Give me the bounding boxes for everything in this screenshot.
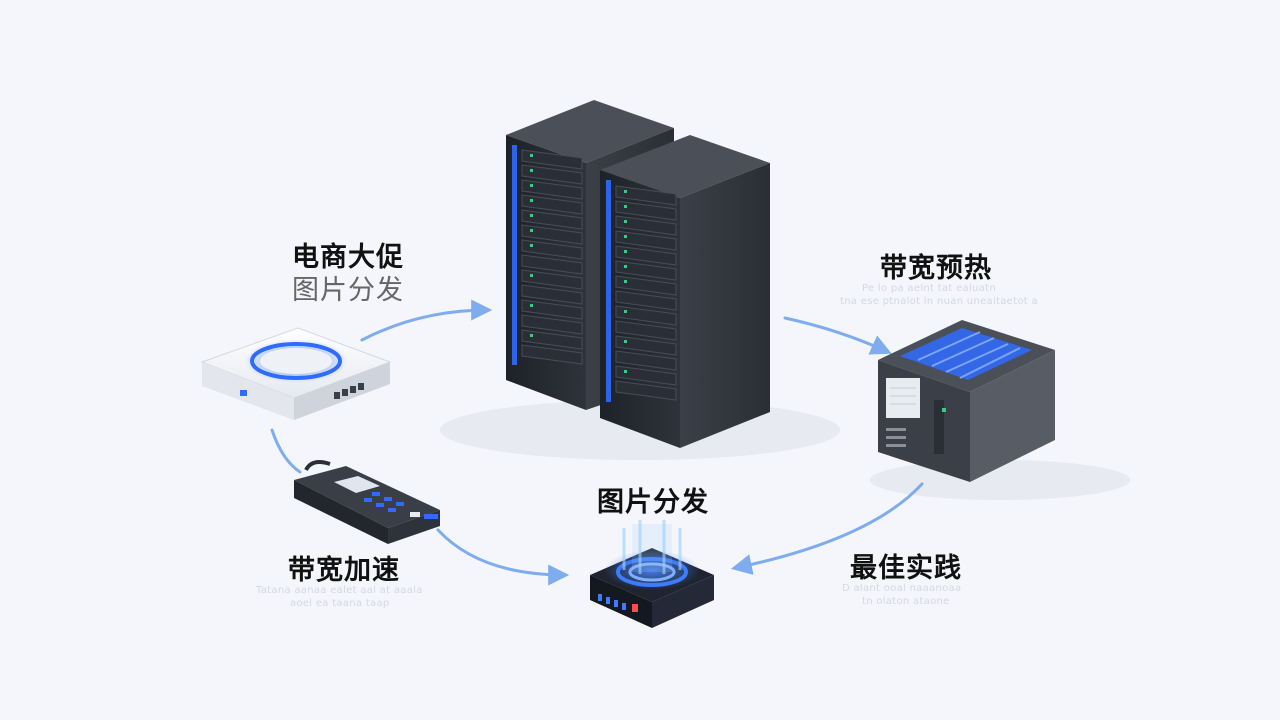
arrow-terminal-to-hub	[436, 528, 570, 586]
rack-led	[530, 214, 533, 217]
rack-slot	[521, 239, 583, 260]
rack-led	[624, 250, 627, 253]
node-desc-bottom-right-2: tn olaton ataone	[862, 596, 950, 607]
rack-slot	[615, 200, 677, 221]
rack-led	[624, 265, 627, 268]
node-title-bottom-left: 带宽加速	[288, 555, 400, 586]
router-icon	[200, 327, 392, 420]
node-desc-right-2: tna ese ptnalot ln nuan uneaitaetot a	[840, 296, 1038, 307]
arrow-router-to-terminal	[270, 428, 302, 474]
rack-slot	[521, 299, 583, 320]
node-desc-bottom-right-1: D alant ooal naaanoaa	[842, 583, 962, 594]
rack-slot	[521, 194, 583, 215]
rack-slot	[615, 215, 677, 236]
node-desc-bottom-left-1: Tatana aanaa ealet aal at aaala	[256, 585, 423, 596]
rack-led	[530, 199, 533, 202]
rack-led	[624, 340, 627, 343]
rack-led	[530, 274, 533, 277]
handheld-terminal-icon	[294, 460, 440, 544]
rack-slot	[615, 380, 677, 401]
storage-server-icon	[878, 320, 1055, 482]
node-title-right: 带宽预热	[880, 253, 992, 284]
node-title-bottom-right: 最佳实践	[850, 553, 962, 584]
rack-led	[624, 310, 627, 313]
rack-led	[530, 184, 533, 187]
rack-slot	[615, 260, 677, 281]
rack-slot	[615, 230, 677, 251]
rack-led	[530, 169, 533, 172]
rack-slot	[521, 344, 583, 365]
rack-slot	[615, 185, 677, 206]
rack-slot	[521, 224, 583, 245]
rack-led	[530, 304, 533, 307]
rack-led	[530, 154, 533, 157]
rack-slot	[615, 335, 677, 356]
rack-slot	[521, 179, 583, 200]
rack-slot	[615, 275, 677, 296]
rack-slot	[521, 149, 583, 170]
node-subtitle-top-left: 图片分发	[292, 275, 404, 306]
rack-led	[624, 190, 627, 193]
node-title-top-left: 电商大促	[292, 242, 404, 273]
node-title-center: 图片分发	[597, 487, 709, 518]
rack-slot	[615, 305, 677, 326]
rack-slots-left	[521, 149, 583, 365]
arrow-router-to-rack	[360, 299, 493, 342]
rack-led	[530, 229, 533, 232]
rack-slot	[521, 254, 583, 275]
rack-slot	[521, 329, 583, 350]
rack-slot	[521, 284, 583, 305]
rack-led	[624, 280, 627, 283]
rack-led	[624, 220, 627, 223]
rack-slot	[521, 164, 583, 185]
rack-led	[624, 205, 627, 208]
rack-slot	[615, 365, 677, 386]
rack-slot	[521, 314, 583, 335]
node-desc-right-1: Pe lo pa aelnt tat ealuatn	[862, 283, 996, 294]
rack-slots-right	[615, 185, 677, 401]
node-desc-bottom-left-2: aoel ea taana taap	[290, 598, 390, 609]
arrow-rack-to-storage	[783, 316, 892, 355]
rack-led	[624, 235, 627, 238]
rack-led	[530, 244, 533, 247]
rack-led	[530, 334, 533, 337]
rack-slot	[615, 350, 677, 371]
rack-slot	[521, 269, 583, 290]
arrow-storage-to-hub	[730, 482, 924, 575]
rack-led	[624, 370, 627, 373]
rack-slot	[615, 320, 677, 341]
rack-slot	[615, 245, 677, 266]
rack-slot	[521, 209, 583, 230]
distribution-hub-icon	[590, 520, 714, 628]
rack-slot	[615, 290, 677, 311]
server-rack-icon	[506, 100, 770, 448]
